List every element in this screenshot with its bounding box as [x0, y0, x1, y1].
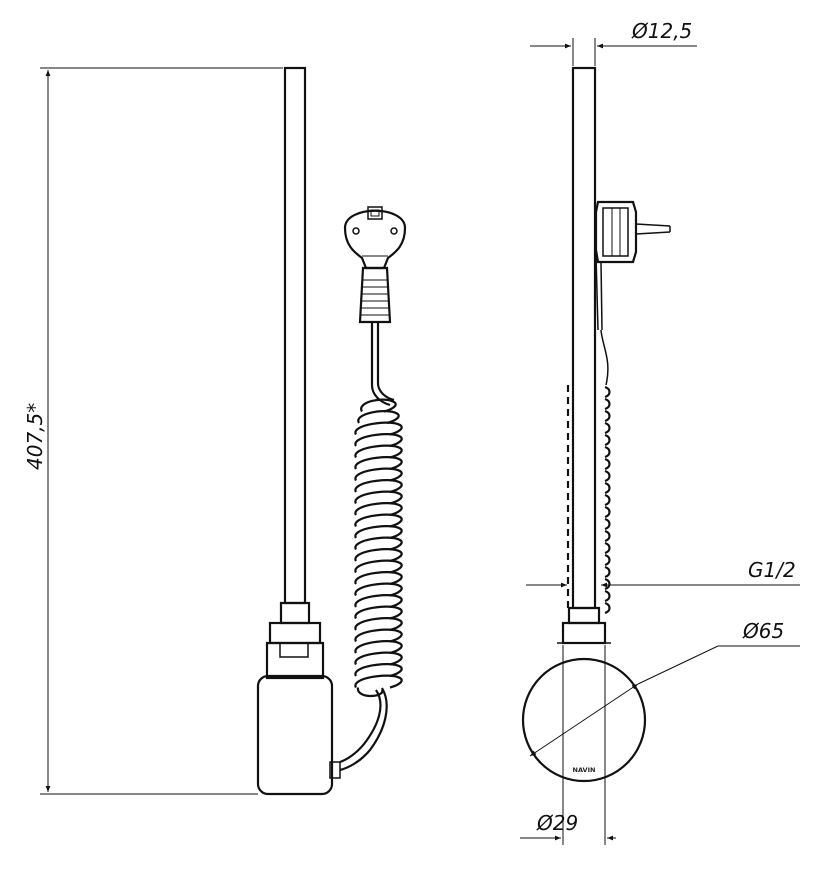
neck-slot [279, 642, 309, 658]
controller-housing [256, 674, 334, 796]
brand-label: NAVIN [573, 766, 596, 774]
plug-grip [358, 266, 392, 324]
lower-cable [339, 687, 388, 772]
collar [268, 621, 322, 645]
thread-nut [279, 601, 311, 625]
side-plug [594, 200, 671, 331]
housing-diameter-label: Ø65 [742, 619, 784, 643]
side-heating-tube [571, 66, 597, 610]
side-coiled-cable [566, 329, 611, 615]
side-view: NAVIN Ø12,5 G1/2 [520, 19, 800, 845]
housing-diameter-dimension: Ø65 [529, 619, 800, 757]
height-dimension: 407,5* [23, 67, 283, 795]
thread-dimension: G1/2 [526, 558, 800, 588]
tube-diameter-label: Ø12,5 [631, 19, 692, 43]
round-housing [521, 657, 647, 783]
side-base [561, 621, 607, 645]
tube-diameter-dimension: Ø12,5 [530, 19, 697, 66]
heating-tube [283, 66, 307, 605]
front-view: 407,5* [23, 66, 407, 796]
length-label: 407,5* [23, 403, 47, 470]
side-thread [567, 606, 601, 625]
plug-head [343, 206, 407, 270]
base-diameter-dimension: Ø29 [520, 645, 616, 845]
neck [265, 641, 325, 680]
thread-label: G1/2 [748, 558, 796, 582]
coiled-cable [354, 398, 403, 698]
plug-cable [370, 322, 391, 407]
base-diameter-label: Ø29 [536, 811, 578, 835]
